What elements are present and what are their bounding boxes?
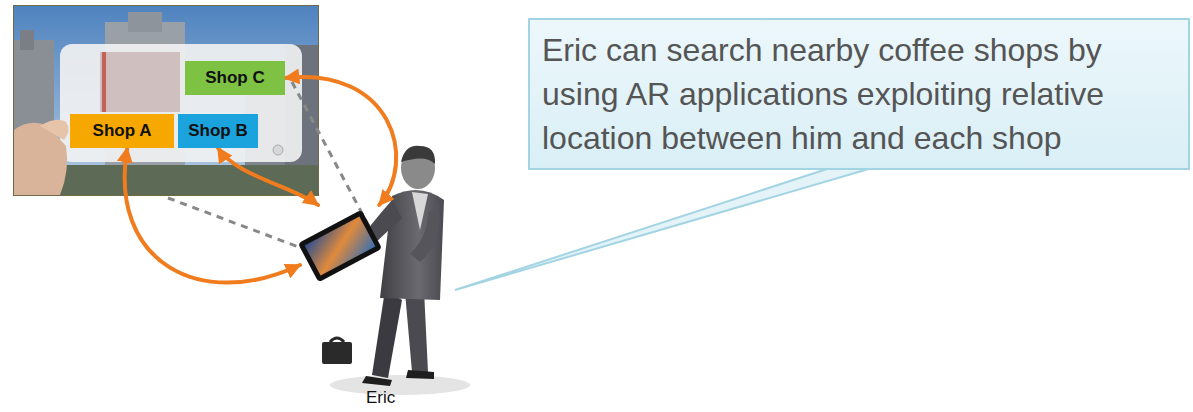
tablet (298, 210, 382, 283)
shop-box: Shop B (178, 114, 258, 148)
card-photo (100, 52, 180, 112)
briefcase (322, 342, 352, 364)
thumb (40, 120, 69, 140)
person-name: Eric (366, 388, 395, 408)
tablet-screen (305, 216, 376, 275)
hair (401, 146, 435, 164)
callout-tail (455, 168, 872, 290)
ar-arrow (218, 148, 318, 205)
shop-box: Shop C (185, 61, 285, 95)
shirt (412, 192, 428, 230)
shadow (330, 375, 470, 395)
shop-label: Shop A (93, 121, 152, 141)
shoe (406, 370, 434, 379)
person-figure (298, 146, 470, 395)
shop-label: Shop C (205, 68, 265, 88)
shoe (362, 376, 392, 386)
sight-line (292, 82, 372, 232)
leg (405, 290, 428, 372)
card-button (273, 145, 283, 155)
leg (372, 290, 402, 378)
phone-card (60, 44, 302, 162)
callout-text: Eric can search nearby coffee shops by u… (542, 28, 1176, 160)
arm (410, 204, 440, 262)
shop-label: Shop B (188, 121, 248, 141)
card-strip (102, 52, 106, 112)
ar-arrow (125, 148, 300, 283)
ar-photo (13, 5, 320, 200)
shop-box: Shop A (70, 114, 174, 148)
callout-box: Eric can search nearby coffee shops by u… (528, 18, 1190, 170)
sight-line (168, 198, 312, 252)
person-node: Eric (300, 205, 480, 412)
briefcase-handle (330, 338, 344, 342)
building (128, 12, 162, 32)
ar-arrow (285, 77, 396, 205)
building (20, 30, 34, 50)
